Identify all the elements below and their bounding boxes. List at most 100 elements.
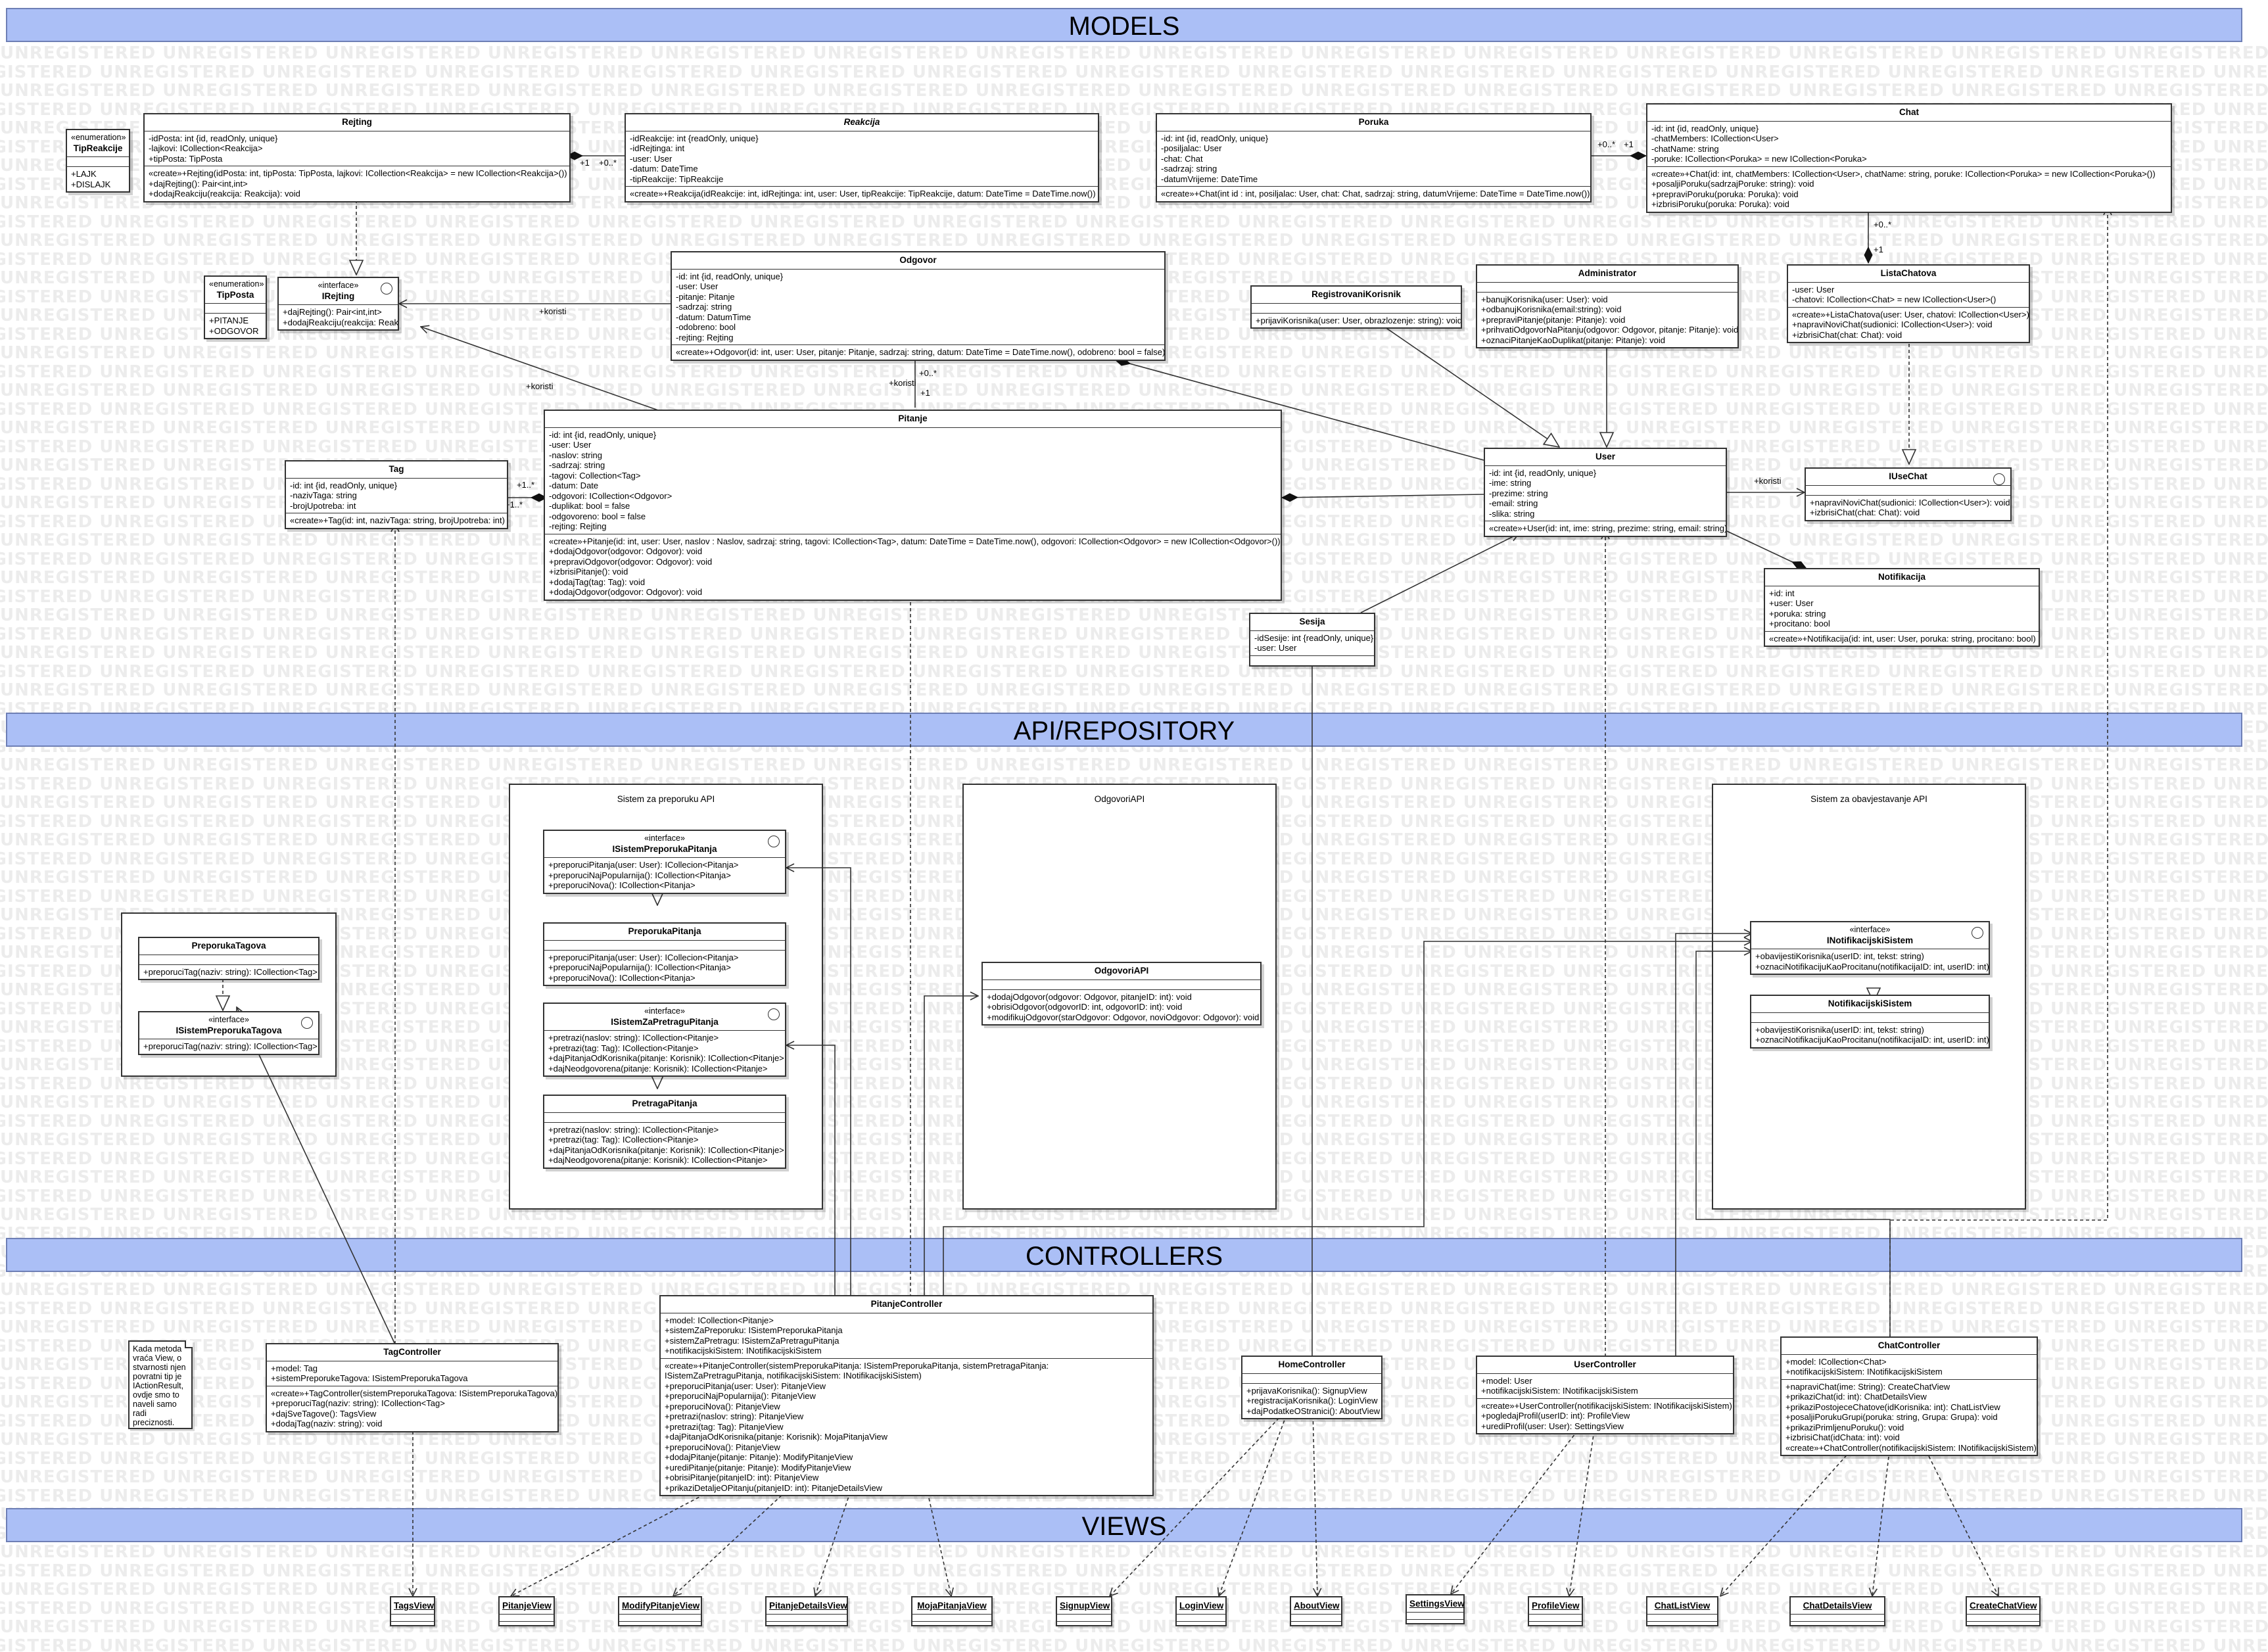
class-registrovanikorisnik[interactable]: RegistrovaniKorisnik+prijaviKorisnika(us… (1250, 285, 1462, 329)
class-reakcija[interactable]: Reakcija-idReakcije: int {readOnly, uniq… (625, 113, 1099, 202)
watermark-row: UNREGISTERED UNREGISTERED UNREGISTERED U… (0, 755, 2268, 775)
interface-irejting[interactable]: «interface»IRejting+dajRejting(): Pair<i… (277, 277, 399, 331)
view-mojapitanjaview[interactable]: MojaPitanjaView (911, 1596, 993, 1626)
view-label: SettingsView (1407, 1595, 1465, 1613)
class-preporukatagova[interactable]: PreporukaTagova+preporuciTag(naziv: stri… (138, 937, 319, 980)
operation-row: +dodajTag(naziv: string): void (271, 1419, 383, 1428)
class-header: Odgovor (672, 252, 1164, 270)
view-signupview[interactable]: SignupView (1056, 1596, 1112, 1626)
class-pitanjecontroller[interactable]: PitanjeController+model: ICollection<Pit… (659, 1295, 1154, 1496)
edge-chatc-chatdetailsview (1872, 1450, 1890, 1596)
note-line: stvarnosti njen (133, 1363, 186, 1372)
interface-isistempreporukapitanja[interactable]: «interface»ISistemPreporukaPitanja+prepo… (543, 830, 786, 894)
operation-row: «create»+Notifikacija(id: int, user: Use… (1769, 633, 2036, 644)
class-header: IUseChat (1806, 469, 2010, 486)
view-settingsview[interactable]: SettingsView (1406, 1594, 1465, 1624)
association-label: +koristi (1754, 476, 1782, 486)
class-notifikacija[interactable]: Notifikacija+id: int+user: User+poruka: … (1764, 568, 2040, 647)
interface-inotifikacijskisistem[interactable]: «interface»INotifikacijskiSistem+obavije… (1750, 921, 1990, 975)
view-label: MojaPitanjaView (912, 1597, 991, 1615)
class-chatcontroller[interactable]: ChatController+model: ICollection<Chat>+… (1780, 1336, 2038, 1456)
operation-row: «create»+Chat(int id : int, posiljalac: … (1161, 189, 1590, 199)
interface-icon (768, 836, 780, 847)
package-title: Sistem za preporuku API (617, 794, 715, 804)
class-preporukapitanja[interactable]: PreporukaPitanja+preporuciPitanja(user: … (543, 922, 786, 986)
class-poruka[interactable]: Poruka -id: int {id, readOnly, unique}-po… (1156, 113, 1592, 202)
operations-section: «create»+Chat(id: int, chatMembers: ICol… (1647, 167, 2171, 212)
class-tagcontroller[interactable]: TagController+model: Tag+sistemPreporuke… (266, 1343, 559, 1432)
operations-section (205, 304, 266, 314)
attribute-row: -odgovoreno: bool = false (549, 511, 646, 521)
class-rejting[interactable]: Rejting-idPosta: int {id, readOnly, uniq… (143, 113, 571, 202)
class-user[interactable]: User-id: int {id, readOnly, unique}-ime:… (1484, 448, 1727, 537)
view-pitanjeview[interactable]: PitanjeView (498, 1596, 555, 1626)
class-homecontroller[interactable]: HomeController +prijavaKorisnika(): Signu… (1241, 1356, 1382, 1419)
interface-iusechat[interactable]: IUseChat +napraviNoviChat(sudionici: ICol… (1805, 467, 2012, 521)
class-notifikacijskisistem[interactable]: NotifikacijskiSistem+obavijestiKorisnika… (1750, 995, 1990, 1049)
interface-isistempreporukatagova[interactable]: «interface»ISistemPreporukaTagova+prepor… (138, 1011, 319, 1055)
edge-pitanjec-odgovoriapi (924, 996, 978, 1298)
class-name: Poruka (1358, 117, 1389, 127)
operation-row: +pogledajProfil(userID: int): ProfileVie… (1481, 1411, 1630, 1421)
class-tag[interactable]: Tag-id: int {id, readOnly, unique}-naziv… (285, 460, 508, 529)
edge-user-pitanje (1282, 494, 1484, 498)
attribute-row: -nazivTaga: string (290, 490, 357, 500)
attribute-row: -slika: string (1489, 508, 1535, 519)
class-pitanje[interactable]: Pitanje-id: int {id, readOnly, unique}-u… (544, 410, 1282, 601)
class-administrator[interactable]: Administrator+banujKorisnika(user: User)… (1476, 264, 1739, 348)
operation-row: +preporuciTag(naziv: string): ICollectio… (271, 1398, 445, 1408)
operations-section: +prijavaKorisnika(): SignupView+registra… (1242, 1384, 1381, 1419)
attribute-row: +model: Tag (271, 1363, 318, 1373)
attributes-section: -id: int {id, readOnly, unique}-nazivTag… (286, 479, 507, 513)
section-banner-api: API/REPOSITORY (6, 713, 2242, 747)
stereotype-label: «enumeration» (209, 279, 264, 289)
class-name: IRejting (321, 291, 355, 301)
section-banner-views: VIEWS (6, 1508, 2242, 1542)
note-line: radi (133, 1409, 147, 1418)
class-odgovoriapi[interactable]: OdgovoriAPI+dodajOdgovor(odgovor: Odgovo… (981, 962, 1262, 1026)
operations-section: +napraviNoviChat(sudionici: ICollection<… (1806, 496, 2010, 520)
operation-row: +dajRejting(): Pair<int,int> (149, 178, 248, 189)
operation-row: +oznaciPitanjeKaoDuplikat(pitanje: Pitan… (1481, 335, 1666, 345)
class-sesija[interactable]: Sesija-idSesije: int {readOnly, unique}-… (1249, 613, 1375, 667)
view-loginview[interactable]: LoginView (1175, 1596, 1227, 1626)
view-aboutview[interactable]: AboutView (1290, 1596, 1342, 1626)
view-profileview[interactable]: ProfileView (1528, 1596, 1583, 1626)
view-chatlistview[interactable]: ChatListView (1646, 1596, 1718, 1626)
class-chat[interactable]: Chat-id: int {id, readOnly, unique}-chat… (1646, 103, 2172, 213)
class-tipreakcije[interactable]: «enumeration»TipReakcije+LAJK+DISLAJK (66, 129, 130, 193)
view-chatdetailsview[interactable]: ChatDetailsView (1789, 1596, 1885, 1626)
attribute-row: -chatovi: ICollection<Chat> = new IColle… (1792, 295, 1996, 304)
multiplicity-label: +1..* (505, 500, 523, 509)
class-listachatova[interactable]: ListaChatova-user: User-chatovi: ICollec… (1787, 264, 2030, 343)
attributes-section (139, 955, 318, 965)
operation-row: +izbrisiPoruku(poruka: Poruka): void (1651, 199, 1789, 209)
operation-row: +prihvatiOdgovorNaPitanju(odgovor: Odgov… (1481, 325, 1737, 335)
view-modifypitanjeview[interactable]: ModifyPitanjeView (618, 1596, 702, 1626)
edge-homec-aboutview (1312, 1409, 1317, 1596)
class-odgovor[interactable]: Odgovor-id: int {id, readOnly, unique}-u… (671, 251, 1166, 361)
class-name: ISistemPreporukaTagova (176, 1025, 282, 1035)
view-tagsview[interactable]: TagsView (390, 1596, 435, 1626)
attribute-row: -id: int {id, readOnly, unique} (1161, 133, 1269, 143)
operation-row: «create»+Chat(id: int, chatMembers: ICol… (1651, 168, 2156, 179)
class-header: Chat (1647, 105, 2171, 122)
operation-row: +dodajReakciju(reakcija: Reakcija): void (149, 189, 300, 199)
operation-row: +dajPitanjaOdKorisnika(pitanje: Korisnik… (548, 1145, 784, 1155)
operation-row: +odbanujKorisnika(email:string): void (1481, 304, 1622, 314)
class-header: HomeController (1242, 1357, 1381, 1374)
interface-isistemzapretragupitanja[interactable]: «interface»ISistemZaPretraguPitanja+pret… (543, 1003, 786, 1077)
view-createchatview[interactable]: CreateChatView (1966, 1596, 2041, 1626)
view-pitanjedetailsview[interactable]: PitanjeDetailsView (765, 1596, 848, 1626)
attributes-section: +preporuciPitanja(user: User): ICollecio… (544, 858, 785, 893)
attributes-section: -id: int {id, readOnly, unique}-user: Us… (672, 270, 1164, 345)
class-usercontroller[interactable]: UserController+model: User+notifikacijsk… (1476, 1356, 1734, 1434)
class-tipposta[interactable]: «enumeration»TipPosta+PITANJE+ODGOVOR (204, 275, 267, 339)
attributes-section: -id: int {id, readOnly, unique}-posiljal… (1157, 131, 1590, 187)
class-pretragapitanja[interactable]: PretragaPitanja+pretrazi(naslov: string)… (543, 1095, 786, 1169)
attributes-section: -id: int {id, readOnly, unique}-user: Us… (545, 428, 1281, 534)
attribute-row: -duplikat: bool = false (549, 501, 630, 511)
operation-row: +urediProfil(user: User): SettingsView (1481, 1421, 1624, 1431)
class-name: ISistemZaPretraguPitanja (611, 1016, 719, 1027)
